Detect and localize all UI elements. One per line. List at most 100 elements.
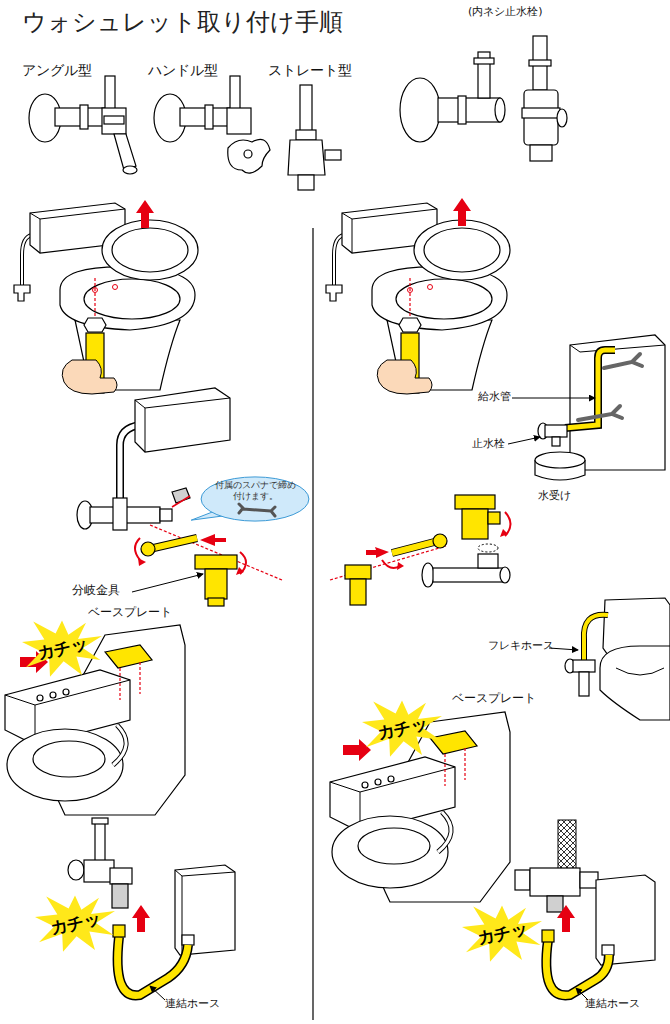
straight-fitting	[455, 495, 495, 509]
burst-star	[362, 700, 442, 756]
branch-outlet	[112, 884, 128, 908]
riser-pipe	[230, 76, 240, 110]
pipe-ring	[205, 105, 213, 129]
pipe-ring	[474, 58, 494, 64]
part-label: アングル型	[22, 62, 92, 78]
part-label: 給水管	[478, 391, 511, 404]
valve-ring	[522, 108, 560, 118]
branch-fitting	[110, 868, 132, 884]
tighten-arrow	[135, 538, 140, 560]
wrench-icon	[239, 504, 275, 516]
tighten-arrow-head	[138, 558, 146, 566]
wrench	[578, 406, 622, 420]
valve-outlet	[552, 437, 560, 446]
bolt-guide	[94, 278, 95, 318]
seat-hole	[408, 288, 413, 293]
toilet	[14, 203, 198, 390]
leader-line	[512, 398, 595, 399]
valve-body	[288, 140, 325, 175]
cabinet	[570, 335, 665, 470]
lift-arrow	[453, 198, 471, 226]
tank	[175, 865, 235, 955]
fitting-outlet	[488, 512, 500, 524]
bolt-guide	[119, 668, 120, 700]
valve-handle	[68, 860, 84, 880]
valve-outlet	[580, 872, 598, 888]
leader-line	[508, 437, 540, 444]
valve-body	[433, 568, 503, 582]
column-divider	[312, 228, 313, 1020]
cabinet-edge	[570, 345, 665, 352]
connection-hose	[546, 940, 609, 995]
valve-outlet	[160, 509, 172, 521]
burst-star	[35, 895, 115, 951]
connection-hose	[118, 937, 188, 995]
base-plate	[105, 645, 152, 668]
braided-pipe	[558, 820, 576, 870]
seat-hole	[428, 285, 433, 290]
part-label: 止水栓	[472, 438, 505, 451]
valve-bottom	[298, 175, 314, 190]
wrench	[604, 354, 642, 368]
connection-hose	[118, 937, 188, 995]
insert-arrow	[366, 547, 389, 558]
valve-body	[102, 108, 126, 134]
pipe-ring	[529, 60, 551, 66]
hand	[62, 360, 117, 394]
branch-fitting	[205, 569, 227, 599]
water-tray-top	[535, 452, 585, 468]
tank-inlet	[182, 935, 194, 945]
valve-body	[530, 868, 580, 896]
pipe-ring	[80, 105, 88, 129]
bolt-guide	[464, 748, 465, 780]
part-label: ハンドル型	[148, 62, 218, 78]
speech-bubble: 付属のスパナで締め付けます。	[200, 476, 310, 522]
pipe-cap	[92, 818, 108, 824]
branch-nut	[141, 542, 155, 556]
valve-handle	[515, 870, 530, 890]
tank-edge	[175, 870, 235, 955]
branch-fitting	[350, 579, 366, 605]
part-label: ストレート型	[268, 62, 352, 78]
washlet-seat	[330, 712, 510, 902]
seat-hole	[113, 285, 118, 290]
valve-nut	[104, 116, 124, 124]
part-label: ベースプレート	[452, 692, 536, 706]
page-title: ウォシュレット取り付け手順	[22, 8, 343, 37]
part-label: 連結ホース	[165, 998, 220, 1011]
riser-pipe	[105, 76, 115, 110]
valve-outlet	[500, 567, 510, 583]
click-burst: カチッ	[362, 698, 442, 758]
remove-arrow-line	[172, 496, 190, 507]
bowl-rim	[616, 668, 664, 675]
flexi-hose	[584, 615, 608, 660]
tighten-arrow	[382, 560, 400, 568]
straight-fitting	[462, 509, 488, 539]
bolt-guide	[139, 662, 140, 694]
handle-screw	[244, 150, 252, 158]
leader-line	[132, 574, 203, 592]
pipe-nut	[296, 130, 316, 140]
bowl	[600, 646, 670, 720]
valve-outlet	[114, 134, 136, 170]
flexi-hose	[584, 615, 608, 660]
thread-outlet	[557, 109, 567, 127]
riser-pipe	[95, 820, 105, 862]
valve-outlet	[325, 150, 341, 160]
tighten-arrow-head	[236, 567, 244, 575]
hose-connector	[113, 925, 125, 937]
riser-pipe	[579, 672, 589, 696]
branch-fitting	[345, 565, 371, 579]
valve-body	[227, 108, 251, 134]
branch-nut	[433, 534, 447, 548]
part-label: 分岐金具	[72, 584, 120, 598]
node-text: 付属のスパナで締め付けます。	[213, 480, 297, 503]
pipe	[300, 85, 312, 133]
outlet-cap	[123, 166, 137, 174]
tank	[135, 388, 230, 452]
burst-star	[462, 905, 542, 961]
